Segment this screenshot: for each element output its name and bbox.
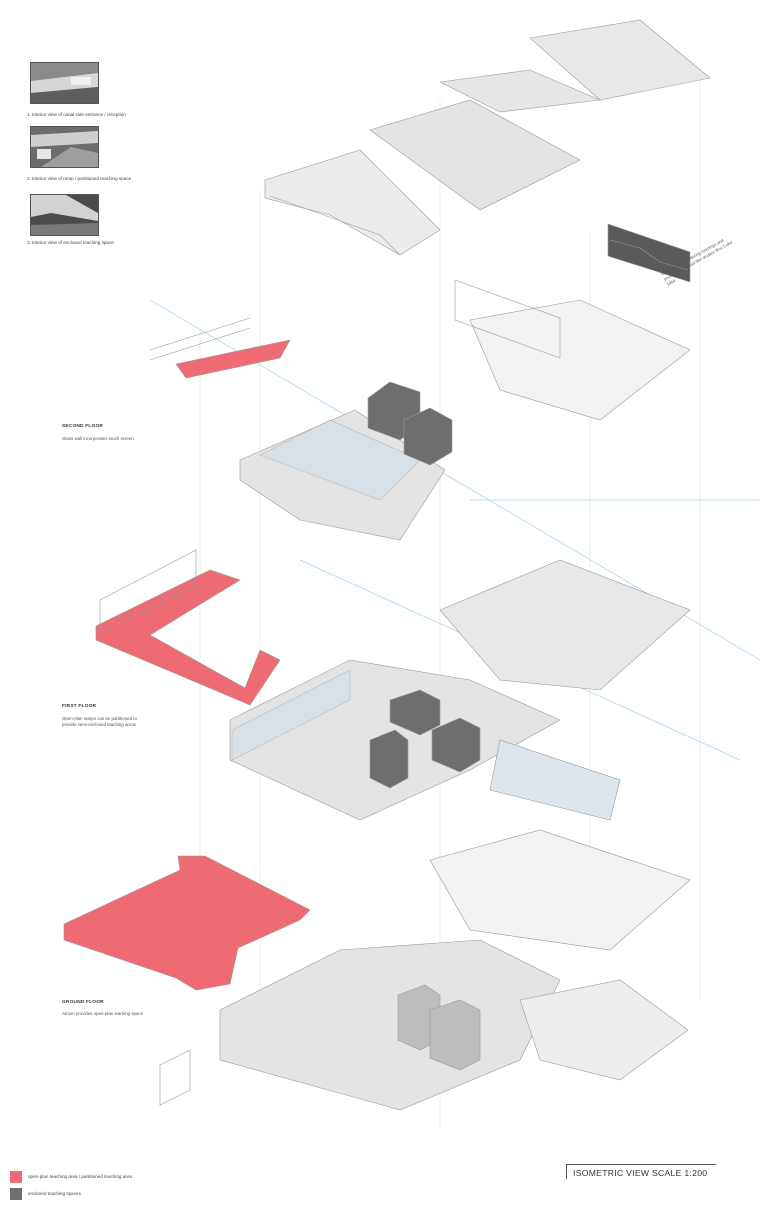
drawing-title: ISOMETRIC VIEW SCALE 1:200 bbox=[566, 1164, 716, 1179]
roof-level bbox=[264, 19, 711, 283]
entrance-interior-image bbox=[31, 63, 98, 103]
second-floor-glazing bbox=[454, 279, 561, 359]
ground-floor-open-plan-area bbox=[63, 855, 311, 991]
ramp-interior-image bbox=[31, 127, 98, 167]
thumbnail-caption-3: 3. Interior view of enclosed teaching sp… bbox=[27, 240, 114, 245]
second-floor-open-plan-area bbox=[175, 339, 291, 379]
second-floor-title: SECOND FLOOR bbox=[62, 424, 104, 429]
second-floor-description: Glass wall incorporates touch screen bbox=[62, 436, 134, 441]
ground-floor-slab bbox=[219, 939, 561, 1111]
legend-label-open-plan: open-plan teaching area / partitioned te… bbox=[28, 1174, 132, 1179]
ground-floor-side-slab bbox=[519, 979, 689, 1081]
first-floor-enclosed-room-3 bbox=[369, 729, 409, 789]
thumbnail-enclosed-view bbox=[30, 194, 99, 236]
first-floor-open-plan-area bbox=[95, 569, 281, 706]
roof-ramp-rail bbox=[269, 195, 401, 256]
thumbnail-caption-2: 2. Interior view of ramp / partitioned t… bbox=[27, 176, 132, 181]
cinema-seating-upper bbox=[469, 299, 691, 421]
thumbnail-ramp-view bbox=[30, 126, 99, 168]
legend-swatch-enclosed bbox=[10, 1188, 22, 1200]
first-floor-glass-balustrade bbox=[231, 669, 351, 761]
ground-floor-wall-2 bbox=[429, 999, 481, 1071]
roof-slab-upper bbox=[529, 19, 711, 101]
first-floor-enclosed-room-2 bbox=[431, 717, 481, 773]
ground-floor-booths bbox=[159, 1049, 191, 1106]
roof-ramp-frame bbox=[264, 149, 441, 256]
cinema-screen-image bbox=[607, 223, 691, 283]
first-floor-title: FIRST FLOOR bbox=[62, 704, 97, 709]
thumbnail-entrance-view bbox=[30, 62, 99, 104]
first-floor-enclosed-room-1 bbox=[389, 689, 441, 736]
ground-floor-title: GROUND FLOOR bbox=[62, 1000, 104, 1005]
enclosed-interior-image bbox=[31, 195, 98, 235]
roof-slab-main bbox=[369, 99, 581, 211]
roof-slab-step bbox=[438, 69, 602, 113]
first-floor-rail-frame bbox=[99, 549, 197, 633]
first-floor-description: Open-plan ramps can be partitioned to pr… bbox=[62, 716, 137, 727]
first-floor-level bbox=[95, 549, 691, 821]
second-floor-level bbox=[149, 279, 691, 541]
second-floor-enclosed-room-2 bbox=[403, 407, 453, 466]
ground-floor-level bbox=[63, 829, 691, 1111]
ground-floor-description: Atrium provides open-plan learning space bbox=[62, 1011, 144, 1016]
cinema-seating-lower bbox=[429, 829, 691, 951]
construction-lines bbox=[199, 70, 701, 1130]
legend-swatch-open-plan bbox=[10, 1171, 22, 1183]
legend-label-enclosed: enclosed teaching spaces bbox=[28, 1191, 81, 1196]
thumbnail-caption-1: 1. Interior view of canal side entrance … bbox=[27, 112, 126, 117]
first-floor-ramp bbox=[489, 739, 621, 821]
auditorium-seating bbox=[439, 559, 691, 691]
